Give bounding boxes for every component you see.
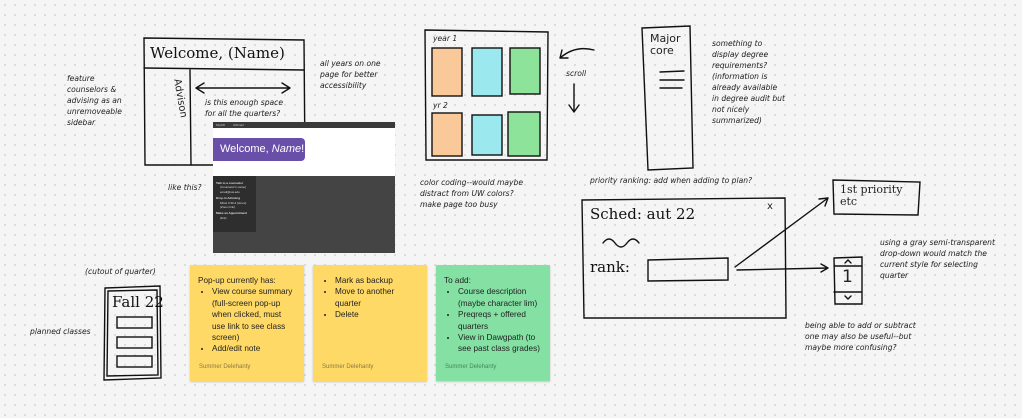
sidebar-email[interactable]: email@uw.edu — [220, 189, 240, 194]
sticky-note-to-add[interactable]: To add: Course description (maybe charac… — [436, 265, 550, 381]
sticky-item: Add/edit note — [212, 343, 296, 354]
nav-myuw[interactable]: MyUW — [216, 123, 225, 127]
sticky-note-actions[interactable]: Mark as backup Move to another quarter D… — [313, 265, 427, 381]
advising-sidebar: Talk to a counselor (Counselor's name) e… — [213, 176, 256, 232]
sticky-item: View in Dawgpath (to see past class grad… — [458, 332, 542, 355]
sidebar-line: MGH 3:30-4 (times) — [220, 200, 247, 205]
welcome-suffix: ! — [301, 143, 305, 155]
sticky-item: Preqreqs + offered quarters — [458, 309, 542, 332]
sticky-item: Course description (maybe character lim) — [458, 286, 542, 309]
major-core-card — [641, 25, 694, 171]
sticky-item: Delete — [335, 309, 419, 320]
sidebar-heading: Make an Appointment — [216, 211, 248, 216]
like-this-note: like this? — [168, 183, 202, 192]
mockup-content: Talk to a counselor (Counselor's name) e… — [213, 176, 395, 253]
sidebar-line: (Counselor's name) — [220, 185, 247, 190]
year-grid-sketch — [424, 29, 595, 161]
sticky-item: View course summary (full-screen pop-up … — [212, 286, 296, 343]
space-question: is this enough space for all the quarter… — [205, 98, 284, 118]
quarter-card-sketch — [103, 285, 162, 381]
sticky-heading: Pop-up currently has: — [198, 276, 276, 285]
schedule-popup-sketch — [581, 179, 921, 319]
sticky-author: Summer Delehanty — [445, 363, 497, 370]
welcome-page-mockup: MyUW UWmail Welcome, Name! Talk to a cou… — [213, 122, 395, 253]
sticky-author: Summer Delehanty — [322, 363, 374, 370]
sticky-author: Summer Delehanty — [199, 363, 251, 370]
sched-title: Sched: aut 22 — [590, 205, 696, 223]
cutout-note: (cutout of quarter) — [85, 267, 156, 276]
quarter-title: Fall 22 — [112, 293, 164, 311]
spinner-value: 1 — [842, 267, 853, 287]
degree-req-note: something to display degree requirements… — [712, 39, 785, 125]
sidebar-heading: Talk to a counselor — [216, 181, 244, 185]
rank-label: rank: — [590, 258, 630, 276]
planned-classes-note: planned classes — [30, 327, 91, 336]
welcome-name: Name — [271, 143, 302, 155]
sticky-note-popup[interactable]: Pop-up currently has: View course summar… — [190, 265, 304, 381]
add-subtract-note: being able to add or subtract one may al… — [805, 321, 916, 352]
welcome-banner: Welcome, Name! — [213, 138, 305, 161]
close-icon[interactable]: x — [767, 201, 773, 212]
sidebar-heading: Drop-in Advising — [216, 196, 241, 201]
sticky-item: Mark as backup — [335, 275, 419, 286]
sidebar-note: feature counselors & advising as an unre… — [67, 74, 122, 127]
sticky-heading: To add: — [444, 276, 471, 285]
sticky-item: Move to another quarter — [335, 286, 419, 309]
color-coding-note: color coding--would maybe distract from … — [420, 178, 524, 209]
welcome-title: Welcome, (Name) — [150, 44, 285, 62]
mockup-nav: MyUW UWmail — [213, 122, 395, 128]
year2-label: yr 2 — [433, 101, 448, 110]
welcome-prefix: Welcome, — [220, 143, 272, 155]
all-years-note: all years on one page for better accessi… — [320, 59, 381, 90]
priority-ranking-note: priority ranking: add when adding to pla… — [590, 176, 753, 185]
sidebar-link[interactable]: (link) — [220, 215, 227, 220]
nav-uwmail[interactable]: UWmail — [233, 123, 244, 127]
gray-dropdown-note: using a gray semi-transparent drop-down … — [880, 238, 995, 280]
sidebar-link[interactable]: (Zoom link) — [220, 205, 236, 210]
priority-box: 1st priority etc — [840, 183, 903, 208]
major-core-title: Major core — [650, 32, 681, 57]
year1-label: year 1 — [433, 34, 458, 43]
scroll-label: scroll — [566, 69, 587, 78]
